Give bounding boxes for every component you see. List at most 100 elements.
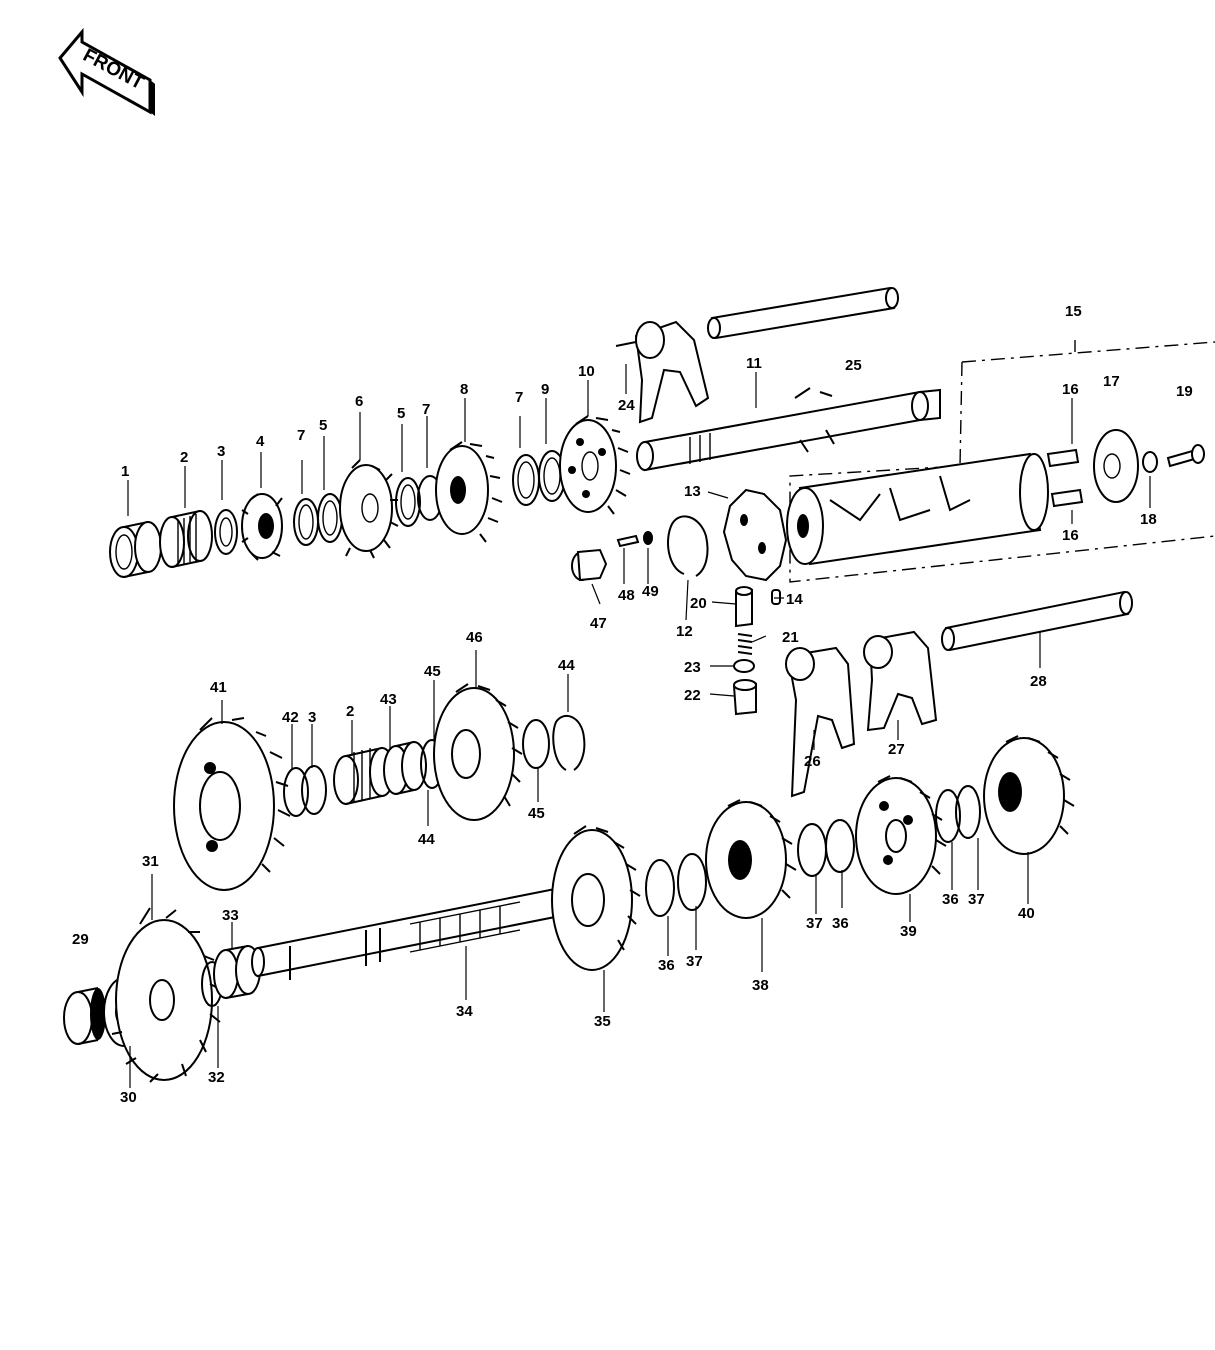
callout-12: 12: [676, 623, 693, 640]
drum-plate-17: [1093, 429, 1139, 503]
gear-40: [983, 735, 1075, 855]
callout-6: 6: [355, 393, 363, 410]
plug-22: [732, 679, 757, 716]
washer-36-a: [645, 859, 675, 917]
circlip-37-b: [797, 823, 827, 877]
callout-5: 5: [397, 405, 405, 422]
circlip-12: [667, 515, 709, 577]
shift-mechanism: [571, 286, 1215, 798]
callout-15: 15: [1065, 303, 1082, 320]
callout-36: 36: [832, 915, 849, 932]
callout-48: 48: [618, 587, 635, 604]
callout-37: 37: [806, 915, 823, 932]
callout-7: 7: [422, 401, 430, 418]
washer-5-a: [317, 493, 343, 543]
drum-pin-16-a: [1046, 448, 1080, 468]
callout-5: 5: [319, 417, 327, 434]
screw-48: [616, 534, 640, 548]
callout-2: 2: [346, 703, 354, 720]
gear-38: [705, 799, 797, 919]
pin-14: [771, 589, 781, 605]
idler-gear-assembly: [173, 683, 586, 891]
shift-fork-24: [615, 320, 710, 424]
shift-fork-26: [785, 646, 856, 798]
callout-30: 30: [120, 1089, 137, 1106]
callout-16: 16: [1062, 527, 1079, 544]
washer-5-b: [395, 477, 421, 527]
callout-27: 27: [888, 741, 905, 758]
front-arrow-icon: FRONT: [58, 27, 155, 116]
callout-38: 38: [752, 977, 769, 994]
callout-45: 45: [528, 805, 545, 822]
callout-7: 7: [297, 427, 305, 444]
callout-39: 39: [900, 923, 917, 940]
callout-36: 36: [942, 891, 959, 908]
washer-3-b: [301, 765, 327, 815]
leader-lines: [127, 364, 1151, 1088]
callout-32: 32: [208, 1069, 225, 1086]
fork-rod-lower: [941, 590, 1133, 652]
spring-21: [737, 633, 753, 655]
cam-plate-13: [722, 488, 788, 582]
callout-47: 47: [590, 615, 607, 632]
callout-37: 37: [686, 953, 703, 970]
callout-14: 14: [786, 591, 803, 608]
sleeve-43: [383, 741, 427, 795]
gear-10: [559, 415, 631, 515]
circlip-37-a: [677, 853, 707, 911]
callout-44: 44: [558, 657, 575, 674]
washer-45-b: [522, 719, 550, 769]
callout-40: 40: [1018, 905, 1035, 922]
screw-19: [1166, 444, 1205, 468]
gear-41: [173, 717, 291, 891]
callout-35: 35: [594, 1013, 611, 1030]
callout-16: 16: [1062, 381, 1079, 398]
drum-pin-16-b: [1050, 488, 1084, 508]
callout-1: 1: [121, 463, 129, 480]
drive-shaft-11: [636, 387, 941, 472]
bearing-race-1: [109, 521, 162, 578]
washer-36-b: [825, 819, 855, 873]
callout-18: 18: [1140, 511, 1157, 528]
callout-44: 44: [418, 831, 435, 848]
output-shaft-assembly: [63, 735, 1075, 1083]
shift-drum: [786, 452, 1049, 566]
callout-43: 43: [380, 691, 397, 708]
callout-42: 42: [282, 709, 299, 726]
drive-shaft-assembly: [109, 387, 941, 578]
lock-washer-18: [1142, 451, 1158, 473]
nut-49: [643, 531, 653, 545]
oil-seal-29: [63, 987, 106, 1045]
callout-24: 24: [618, 397, 635, 414]
callout-36: 36: [658, 957, 675, 974]
callout-7: 7: [515, 389, 523, 406]
callout-10: 10: [578, 363, 595, 380]
callout-9: 9: [541, 381, 549, 398]
circlip-7-c: [512, 454, 540, 506]
gear-8: [435, 441, 503, 543]
gear-4: [241, 493, 283, 561]
callout-2: 2: [180, 449, 188, 466]
callout-45: 45: [424, 663, 441, 680]
callout-34: 34: [456, 1003, 473, 1020]
callout-22: 22: [684, 687, 701, 704]
gear-46: [433, 683, 523, 821]
output-shaft-34: [251, 886, 561, 980]
callout-46: 46: [466, 629, 483, 646]
callout-28: 28: [1030, 673, 1047, 690]
circlip-7-a: [293, 498, 319, 546]
callout-8: 8: [460, 381, 468, 398]
callout-41: 41: [210, 679, 227, 696]
circlip-37-c: [955, 785, 981, 839]
fork-rod-upper: [707, 286, 899, 340]
shift-drum-group-bracket: [789, 341, 1215, 583]
callout-20: 20: [690, 595, 707, 612]
callout-49: 49: [642, 583, 659, 600]
callout-4: 4: [256, 433, 265, 450]
callout-25: 25: [845, 357, 862, 374]
washer-23: [733, 659, 755, 673]
callout-29: 29: [72, 931, 89, 948]
callout-26: 26: [804, 753, 821, 770]
gear-35: [551, 825, 641, 971]
